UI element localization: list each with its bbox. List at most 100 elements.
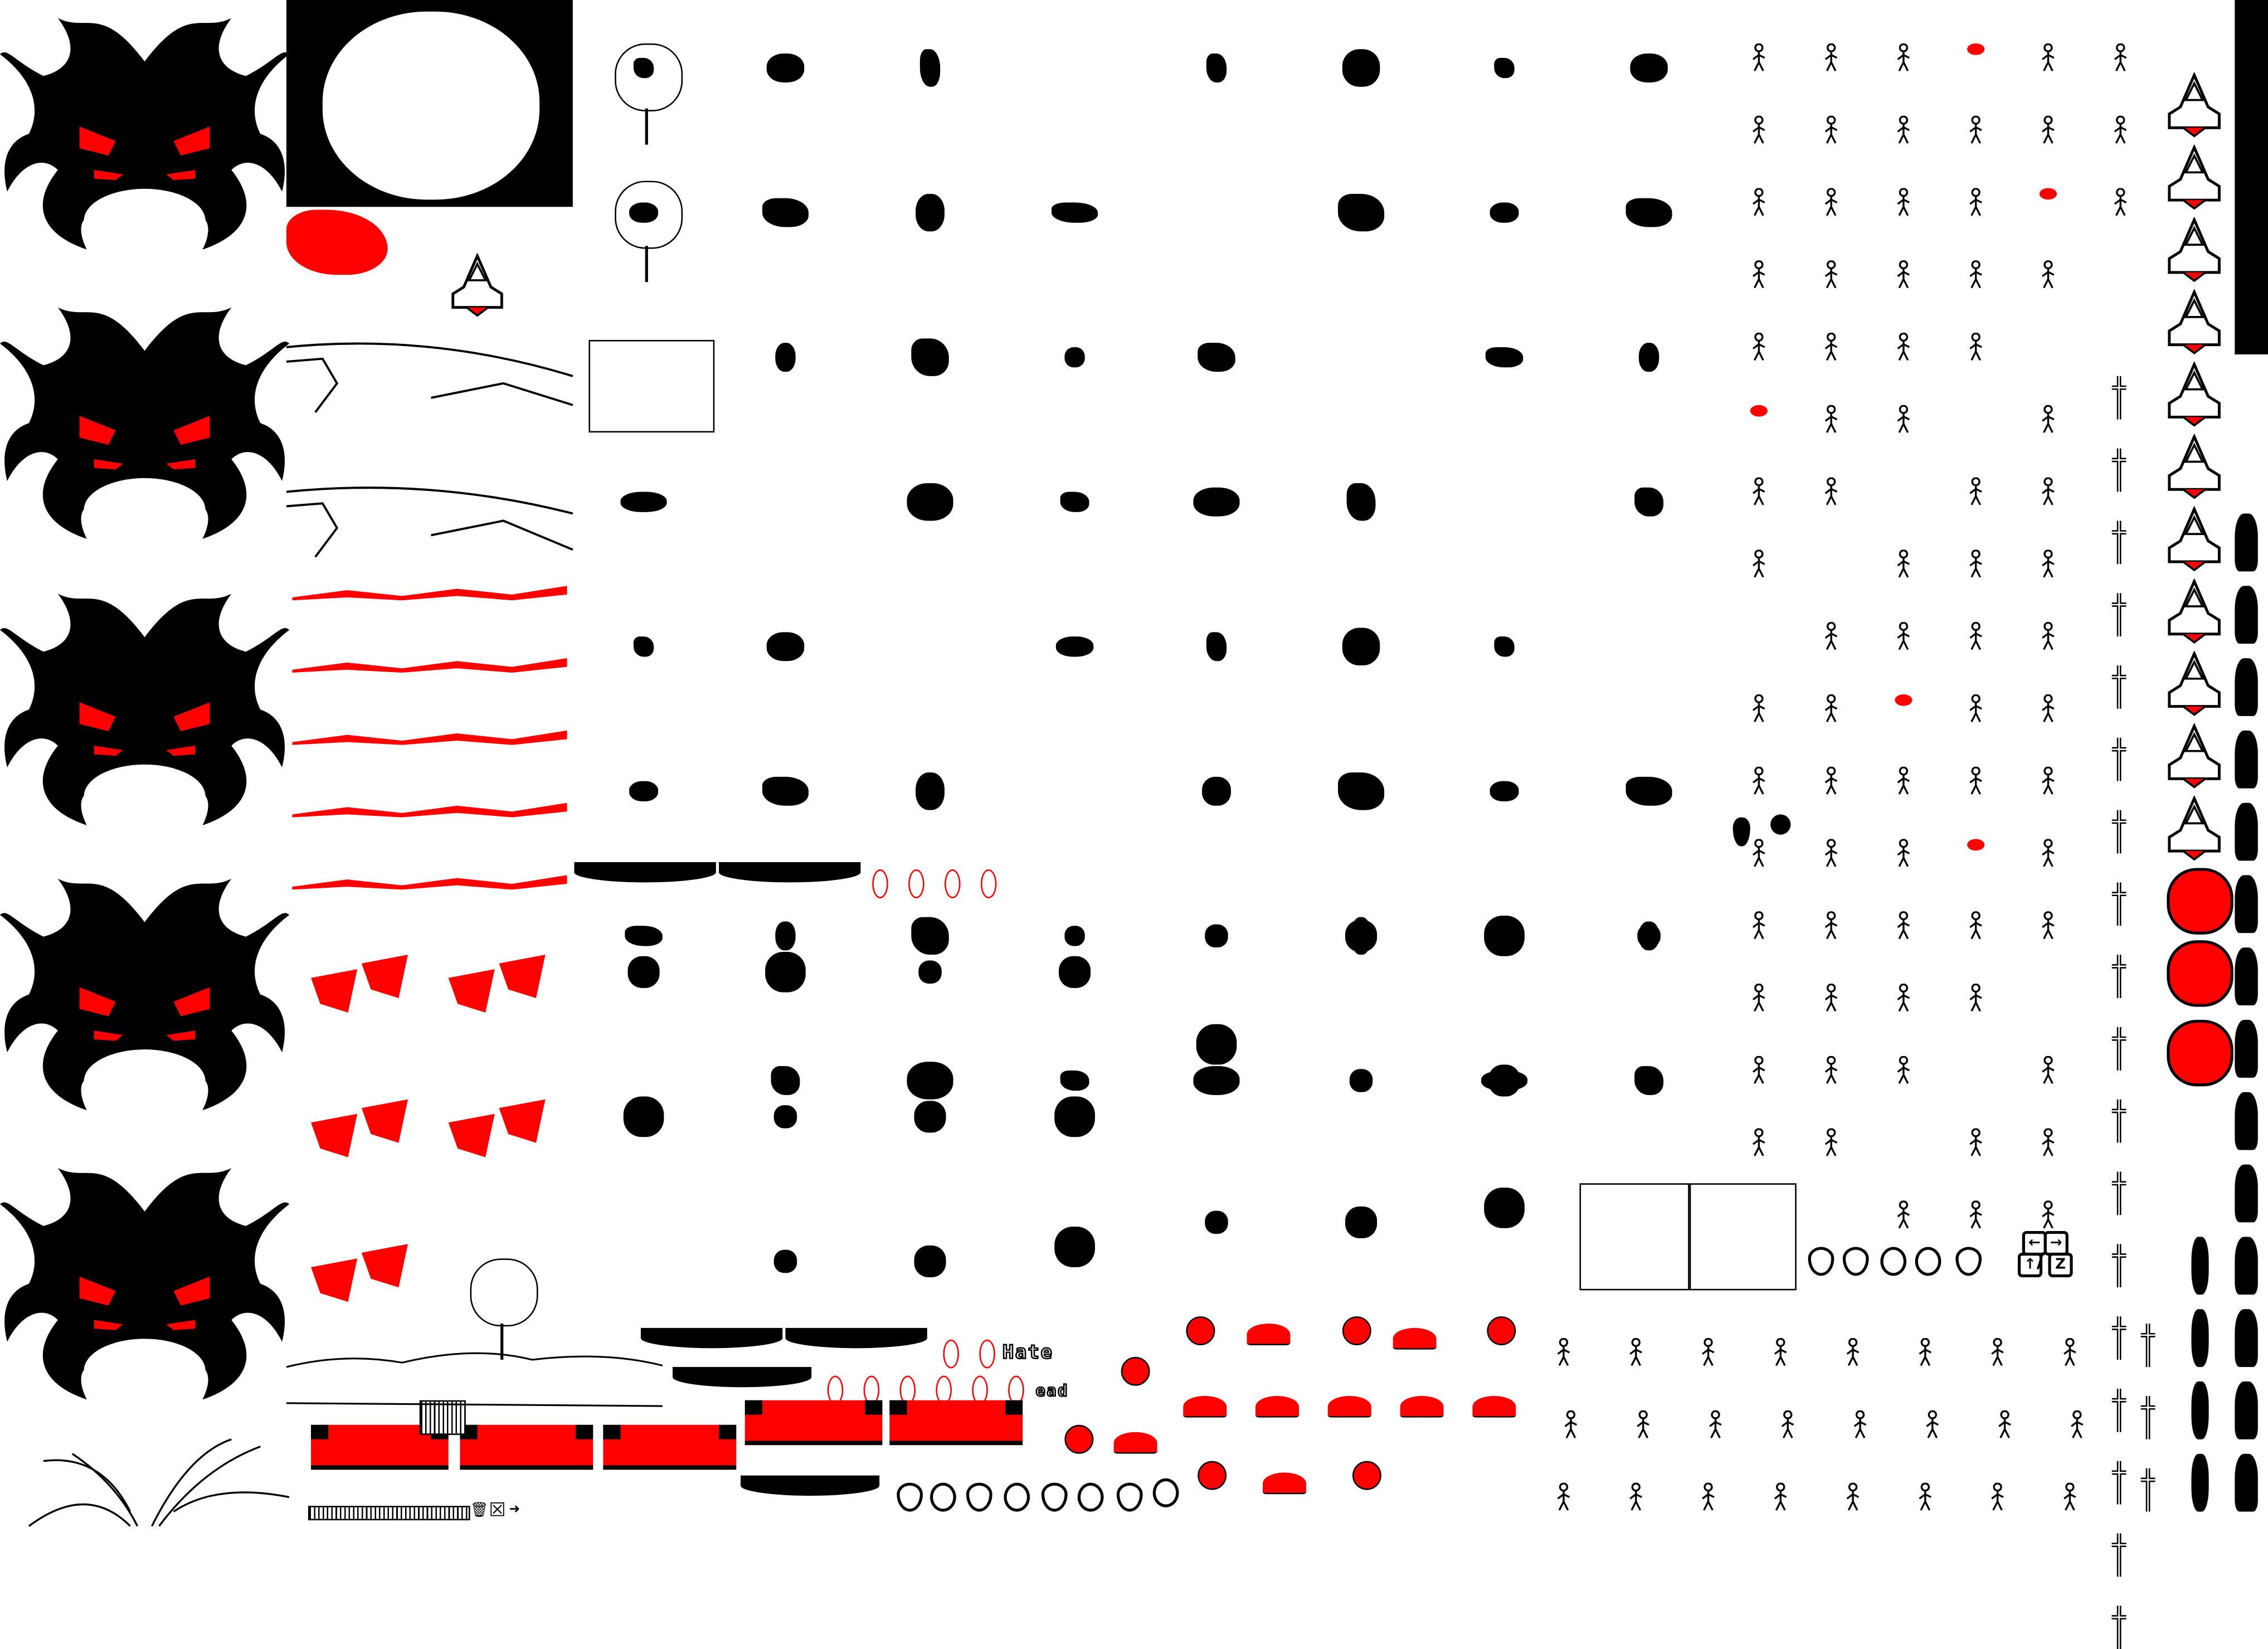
stick-figure <box>1853 1410 1867 1439</box>
stick-figure <box>1824 622 1838 651</box>
black-blob <box>773 1249 797 1273</box>
black-blob <box>1490 781 1519 802</box>
black-pillar <box>2235 875 2258 933</box>
red-explosion <box>2167 1019 2233 1087</box>
stick-figure <box>1969 694 1983 723</box>
stick-figure <box>1896 911 1911 940</box>
black-blob <box>907 483 953 521</box>
tree-trunk <box>500 1324 504 1360</box>
banner-corner <box>744 1400 762 1415</box>
red-banner <box>744 1400 883 1446</box>
stick-figure <box>1774 1482 1788 1511</box>
black-blob <box>633 57 654 79</box>
stick-figure <box>1824 766 1838 795</box>
banner-corner <box>603 1424 621 1439</box>
stick-figure <box>2070 1410 2084 1439</box>
black-blob <box>911 338 949 376</box>
red-mound <box>1255 1395 1299 1418</box>
shadow-monster <box>0 1168 290 1403</box>
red-mound <box>1393 1327 1437 1350</box>
drop <box>1041 1482 1068 1512</box>
black-blob <box>919 49 941 87</box>
black-bowl <box>640 1327 783 1349</box>
red-capsule <box>943 1339 959 1369</box>
cross <box>2112 1461 2126 1505</box>
black-blob <box>1060 1070 1089 1091</box>
black-pillar <box>2235 1237 2258 1295</box>
stick-figure <box>1990 1338 2004 1367</box>
cross <box>2112 1389 2126 1432</box>
black-blob <box>1196 1024 1237 1065</box>
stick-figure <box>1896 1055 1911 1084</box>
red-fire <box>286 210 388 275</box>
black-pillar <box>2235 730 2258 789</box>
red-capsule <box>944 869 961 898</box>
drop <box>1842 1247 1869 1276</box>
key-right: → <box>2043 1230 2069 1256</box>
spaceship <box>2165 72 2223 139</box>
drop <box>897 1482 923 1512</box>
black-blob <box>1345 920 1378 952</box>
black-pillar <box>2191 1453 2209 1512</box>
black-bowl <box>719 862 861 883</box>
black-blob <box>633 636 654 657</box>
black-pillar <box>2235 802 2258 861</box>
spaceship <box>2165 723 2223 790</box>
red-blood <box>1895 694 1912 706</box>
black-blob <box>1630 53 1668 82</box>
black-bowl <box>785 1327 927 1349</box>
stick-figure <box>1896 549 1911 578</box>
spaceship <box>2165 506 2223 572</box>
stick-figure <box>1701 1338 1715 1367</box>
stick-figure <box>1824 188 1838 217</box>
black-blob <box>1484 1188 1525 1228</box>
tree-crown <box>615 43 683 111</box>
cross <box>2112 1533 2126 1577</box>
black-blob <box>625 926 663 946</box>
red-banner <box>889 1400 1023 1446</box>
stick-figure <box>2041 1055 2055 1084</box>
red-banner <box>603 1424 737 1470</box>
arrow-right-icon: ➜ <box>509 1502 520 1517</box>
red-eye <box>499 955 546 999</box>
black-blob <box>1349 1069 1373 1092</box>
stick-figure <box>1556 1482 1571 1511</box>
tree-trunk <box>645 108 648 145</box>
stick-figure <box>1969 333 1983 362</box>
stick-figure <box>1752 766 1766 795</box>
stick-figure <box>1752 188 1766 217</box>
red-blob <box>1352 1461 1381 1490</box>
black-blob <box>1193 1066 1240 1095</box>
red-blob <box>1342 1316 1371 1346</box>
banner-corner <box>865 1400 883 1415</box>
black-blob <box>1059 956 1091 988</box>
cross <box>2112 1027 2126 1071</box>
stick-figure <box>1564 1410 1578 1439</box>
red-mound <box>1327 1395 1371 1418</box>
black-blob <box>1342 628 1380 666</box>
stick-figure <box>1824 1055 1838 1084</box>
black-blob <box>914 1245 946 1278</box>
black-pillar <box>2191 1237 2209 1295</box>
red-eye <box>499 1099 546 1143</box>
key-separator: / <box>2036 1249 2045 1273</box>
stick-figure <box>1824 333 1838 362</box>
drop <box>1955 1247 1982 1276</box>
black-blob <box>1638 343 1659 372</box>
cross <box>2112 1244 2126 1287</box>
red-capsule <box>980 869 997 898</box>
black-blob <box>1625 198 1672 227</box>
black-bowl <box>673 1366 812 1388</box>
black-pillar <box>2191 1381 2209 1439</box>
red-eye <box>361 1244 408 1288</box>
red-streak <box>292 875 567 890</box>
stick-figure <box>1824 260 1838 289</box>
black-blob <box>1637 924 1661 948</box>
spaceship <box>2165 217 2223 283</box>
black-blob <box>1342 49 1380 87</box>
cross <box>2112 955 2126 998</box>
cross <box>2112 521 2126 564</box>
shadow-monster <box>0 307 290 542</box>
red-mound <box>1472 1395 1516 1418</box>
stick-figure <box>2041 405 2055 434</box>
